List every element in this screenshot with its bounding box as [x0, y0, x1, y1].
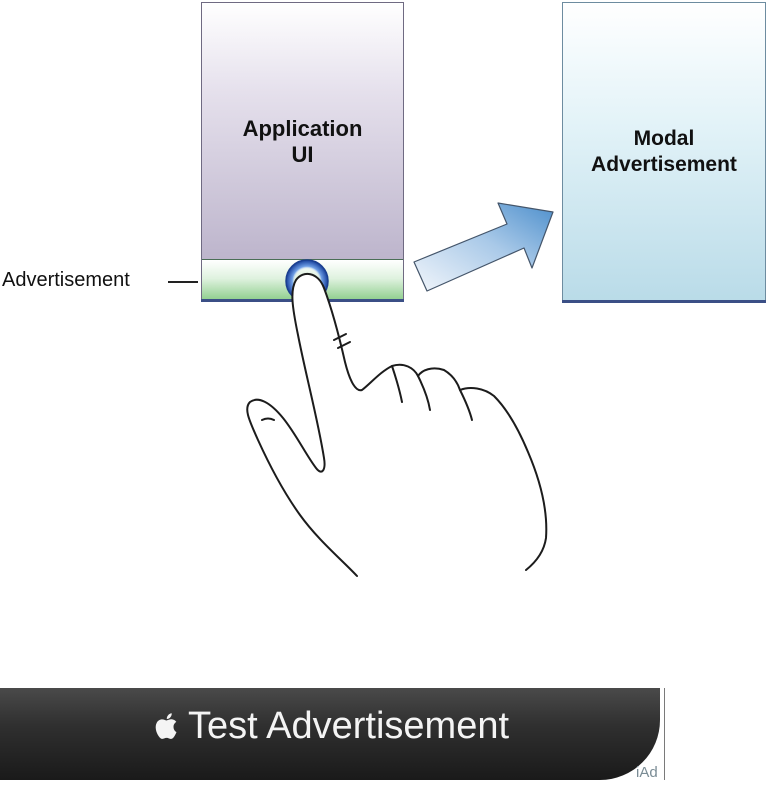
iad-banner-title: Test Advertisement	[152, 704, 509, 748]
diagram-illustration	[246, 202, 554, 577]
callout-leader-line	[168, 281, 198, 283]
banner-edge-divider	[664, 688, 665, 780]
hand-pointer-icon	[246, 272, 548, 577]
modal-advertisement-label: Modal Advertisement	[591, 127, 737, 176]
transition-arrow	[413, 202, 554, 292]
iad-title-text: Test Advertisement	[188, 705, 510, 747]
iad-test-banner[interactable]: Test Advertisement	[0, 688, 660, 780]
advertisement-callout-label: Advertisement	[2, 269, 130, 291]
modal-advertisement-screen: Modal Advertisement	[562, 2, 766, 303]
iad-mark: iAd	[636, 764, 658, 781]
application-ui-label: Application UI	[242, 116, 363, 167]
apple-logo-icon	[155, 713, 177, 739]
